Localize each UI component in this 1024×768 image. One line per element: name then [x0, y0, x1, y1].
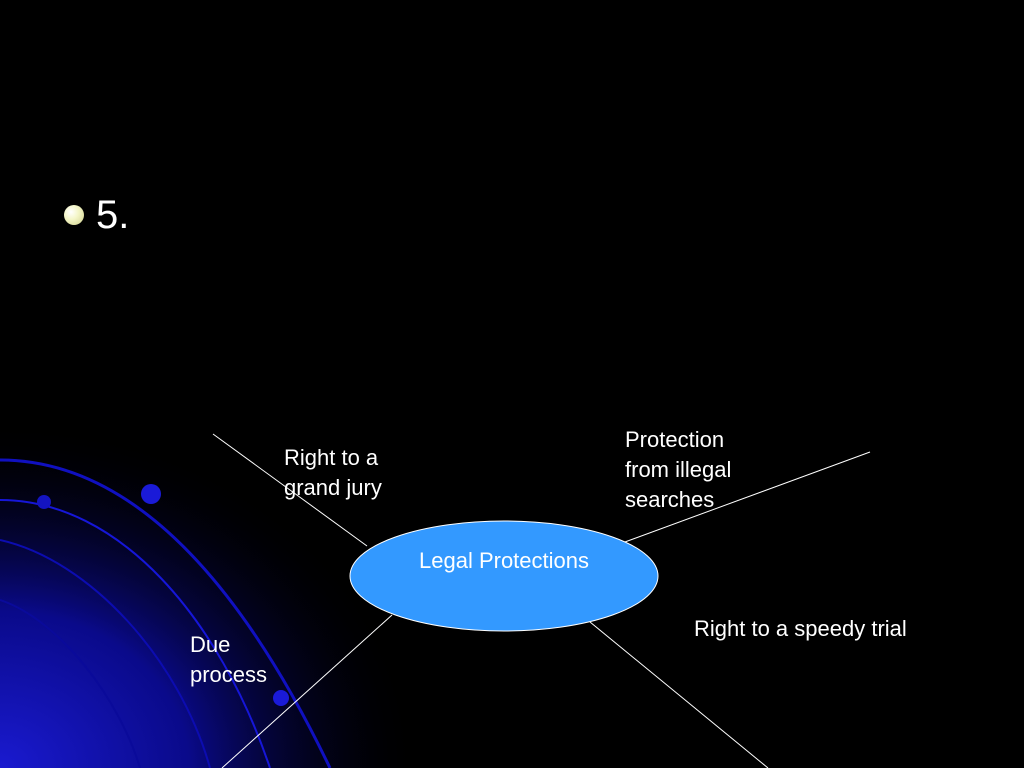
center-ellipse [349, 520, 659, 632]
swirl-dot [273, 690, 289, 706]
center-node-label: Legal Protections [419, 548, 589, 573]
spoke-line-speedy-trial [589, 621, 769, 768]
swirl-glow [0, 420, 420, 768]
spoke-line-due-process [221, 614, 393, 768]
spoke-label-due-process: Due process [190, 632, 268, 687]
spoke-line-grand-jury [212, 433, 368, 547]
swirl-dot [141, 484, 161, 504]
swirl-arc [0, 539, 211, 768]
spoke-line-searches [613, 451, 871, 547]
swirl-dot [37, 495, 51, 509]
spoke-label-searches: Protection from illegal searches [625, 427, 732, 512]
spoke-label-grand-jury: Right to a grand jury [284, 445, 382, 500]
bullet-item: 5. [64, 190, 129, 240]
swirl-arc [0, 599, 141, 768]
bullet-dot-icon [64, 205, 84, 225]
swirl-arc [0, 458, 332, 768]
spoke-label-speedy-trial: Right to a speedy trial [694, 616, 907, 641]
bullet-text: 5. [96, 193, 130, 237]
